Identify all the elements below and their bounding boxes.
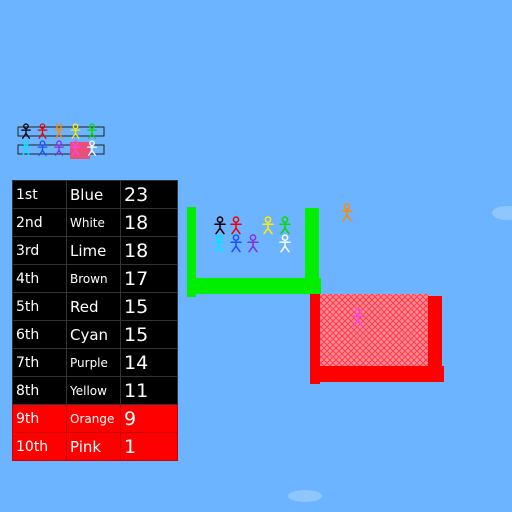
- stick-figure-orange: [54, 123, 64, 139]
- leaderboard-name: White: [66, 208, 121, 237]
- stick-figure-yellow: [70, 123, 81, 139]
- roster-panel: [17, 123, 105, 159]
- danger-box-floor: [310, 366, 444, 382]
- stick-figure-white: [279, 234, 291, 253]
- stick-figure-cyan: [21, 140, 31, 156]
- leaderboard-name: Orange: [66, 404, 121, 433]
- danger-box-left-wall: [310, 294, 320, 384]
- leaderboard-name: Cyan: [66, 320, 121, 349]
- danger-box: [310, 294, 444, 384]
- danger-box-right-wall: [428, 296, 442, 378]
- stick-figure-purple: [247, 234, 259, 253]
- leaderboard-score: 17: [120, 264, 178, 293]
- leaderboard-score: 14: [120, 348, 178, 377]
- cloud: [288, 490, 322, 502]
- outside-players: [341, 203, 353, 222]
- stick-figure-lime: [87, 123, 97, 139]
- leaderboard-rank: 4th: [12, 264, 67, 293]
- leaderboard-rank: 7th: [12, 348, 67, 377]
- leaderboard-name: Brown: [66, 264, 121, 293]
- leaderboard-name: Blue: [66, 180, 121, 209]
- leaderboard-name: Pink: [66, 432, 121, 461]
- safe-box-left-wall: [187, 207, 196, 297]
- leaderboard-rank: 1st: [12, 180, 67, 209]
- leaderboard-name: Lime: [66, 236, 121, 265]
- stick-figure-cyan: [213, 234, 225, 253]
- leaderboard-score: 18: [120, 236, 178, 265]
- leaderboard-name: Purple: [66, 348, 121, 377]
- leaderboard-rank: 3rd: [12, 236, 67, 265]
- leaderboard-rank: 10th: [12, 432, 67, 461]
- stick-figure-pink: [352, 308, 364, 327]
- safe-box-right-wall: [305, 208, 319, 294]
- leaderboard-rank: 5th: [12, 292, 67, 321]
- stick-figure-pink: [70, 140, 81, 156]
- leaderboard-score: 18: [120, 208, 178, 237]
- safe-box: [187, 207, 321, 297]
- stick-figure-white: [87, 140, 97, 156]
- stick-figure-black: [214, 216, 226, 235]
- stick-figure-purple: [54, 140, 64, 156]
- leaderboard-score: 23: [120, 180, 178, 209]
- cloud: [492, 206, 512, 220]
- stick-figure-blue: [230, 234, 242, 253]
- stick-figure-orange: [341, 203, 353, 222]
- stick-figure-red: [37, 123, 48, 139]
- leaderboard-rank: 9th: [12, 404, 67, 433]
- stick-figure-yellow: [262, 216, 274, 235]
- leaderboard-rank: 6th: [12, 320, 67, 349]
- stick-figure-blue: [37, 140, 48, 156]
- leaderboard-score: 15: [120, 292, 178, 321]
- safe-box-floor: [187, 278, 321, 294]
- leaderboard-name: Yellow: [66, 376, 121, 405]
- leaderboard-score: 15: [120, 320, 178, 349]
- leaderboard-score: 11: [120, 376, 178, 405]
- leaderboard-rank: 8th: [12, 376, 67, 405]
- leaderboard-name: Red: [66, 292, 121, 321]
- leaderboard-score: 1: [120, 432, 178, 461]
- stick-figure-black: [21, 123, 31, 139]
- stick-figure-lime: [279, 216, 291, 235]
- stick-figure-red: [230, 216, 242, 235]
- danger-box-net: [319, 294, 429, 366]
- leaderboard-score: 9: [120, 404, 178, 433]
- leaderboard-rank: 2nd: [12, 208, 67, 237]
